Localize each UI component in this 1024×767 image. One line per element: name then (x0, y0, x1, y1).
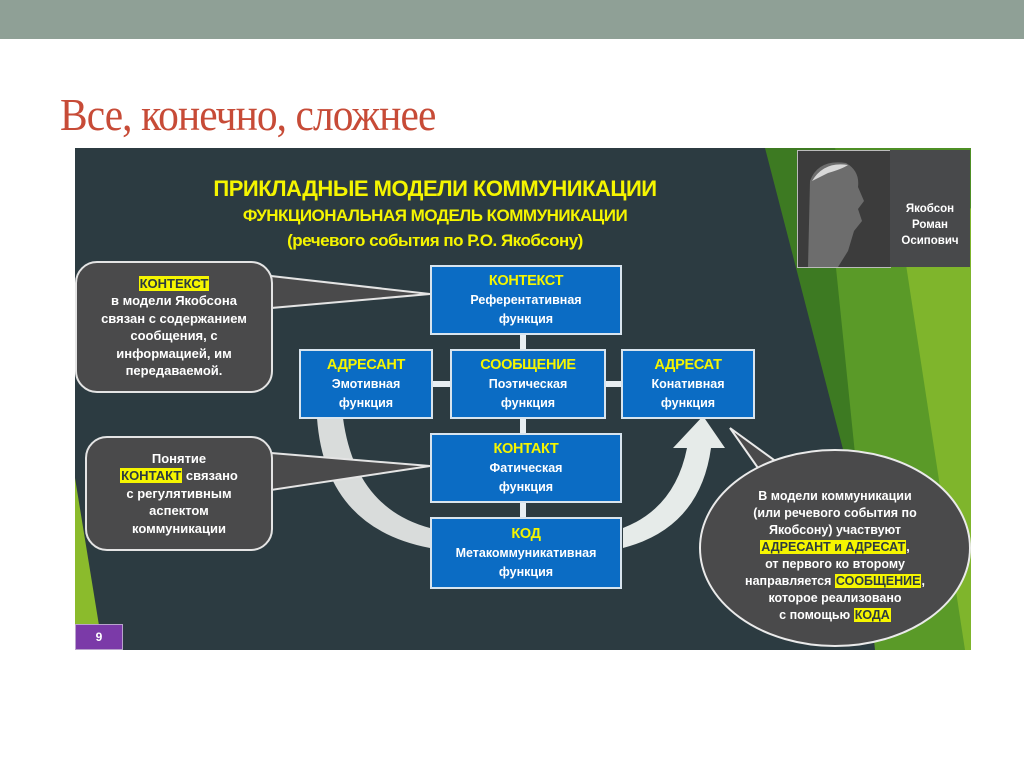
callout-line: (или речевого события по (753, 506, 917, 520)
box-keyword: КОНТЕКСТ (488, 272, 564, 289)
callout-line: с помощью (779, 608, 854, 622)
box-line: Поэтическая (488, 376, 568, 391)
box-keyword: АДРЕСАТ (654, 356, 722, 373)
box-line: функция (500, 395, 556, 410)
slide-title: Все, конечно, сложнее (60, 89, 436, 140)
top-bar (0, 0, 1024, 39)
portrait-name-box: Якобсон Роман Осипович (890, 150, 970, 267)
box-line: Эмотивная (331, 376, 401, 391)
name-line: Роман (912, 219, 948, 231)
callout-line: связан с содержанием (101, 310, 247, 326)
embedded-subheading-2: (речевого события по Р.О. Якобсону) (287, 231, 583, 250)
portrait-silhouette (798, 151, 890, 267)
box-keyword: КОНТАКТ (493, 440, 559, 457)
green-shape-left (75, 478, 103, 650)
box-line: функция (338, 395, 394, 410)
callout-line: Якобсону) участвуют (768, 523, 902, 537)
box-line: Фатическая (489, 460, 563, 475)
context-callout-pointer (270, 274, 431, 310)
box-keyword: АДРЕСАНТ (326, 356, 406, 373)
portrait-photo (797, 150, 891, 268)
box-line: функция (498, 479, 554, 494)
punctuation: , (906, 540, 910, 554)
box-line: Метакоммуникативная (455, 545, 597, 560)
callout-line: передаваемой. (125, 363, 223, 378)
callout-line: Понятие (151, 450, 207, 466)
callout-line: направляется (745, 574, 835, 588)
callout-line: информацией, им (116, 345, 232, 361)
name-line: Осипович (901, 235, 959, 247)
box-addresser: АДРЕСАНТ Эмотивная функция (299, 349, 433, 419)
box-line: функция (498, 311, 554, 326)
callout-line: связано (182, 468, 238, 484)
model-callout-text: В модели коммуникации (или речевого собы… (715, 488, 955, 624)
participants-keyword: АДРЕСАНТ и АДРЕСАТ (760, 540, 907, 554)
embedded-heading: ПРИКЛАДНЫЕ МОДЕЛИ КОММУНИКАЦИИ (213, 176, 657, 201)
code-keyword: КОДА (853, 608, 891, 622)
embedded-slide-image: ПРИКЛАДНЫЕ МОДЕЛИ КОММУНИКАЦИИ ФУНКЦИОНА… (75, 148, 971, 650)
context-callout: КОНТЕКСТ в модели Якобсона связан с соде… (75, 261, 273, 393)
right-arc-arrow (623, 416, 725, 548)
box-message: СООБЩЕНИЕ Поэтическая функция (450, 349, 606, 419)
contact-callout: Понятие КОНТАКТ связано с регулятивным а… (85, 436, 273, 551)
callout-line: в модели Якобсона (111, 293, 237, 308)
callout-line: сообщения, с (130, 328, 218, 343)
box-line: функция (498, 564, 554, 579)
callout-line: коммуникации (132, 520, 226, 536)
callout-line: В модели коммуникации (758, 489, 912, 503)
box-addressee: АДРЕСАТ Конативная функция (621, 349, 755, 419)
box-keyword: КОД (511, 525, 541, 542)
box-line: Референтативная (470, 292, 582, 307)
box-line: функция (660, 395, 716, 410)
callout-line: аспектом (149, 503, 209, 519)
context-keyword: КОНТЕКСТ (138, 275, 210, 291)
left-arc-arrow (317, 418, 430, 548)
callout-line: которое реализовано (768, 591, 902, 605)
name-line: Якобсон (905, 203, 955, 215)
punctuation: , (921, 574, 925, 588)
box-keyword: СООБЩЕНИЕ (480, 356, 576, 373)
box-contact: КОНТАКТ Фатическая функция (430, 433, 622, 503)
contact-keyword: КОНТАКТ (120, 468, 183, 484)
box-code: КОД Метакоммуникативная функция (430, 517, 622, 589)
callout-line: от первого ко второму (765, 557, 905, 571)
box-context: КОНТЕКСТ Референтативная функция (430, 265, 622, 335)
message-keyword: СООБЩЕНИЕ (834, 574, 922, 588)
box-line: Конативная (651, 376, 725, 391)
embedded-subheading: ФУНКЦИОНАЛЬНАЯ МОДЕЛЬ КОММУНИКАЦИИ (242, 206, 628, 225)
page-number-badge: 9 (75, 624, 123, 650)
callout-line: с регулятивным (126, 485, 232, 501)
